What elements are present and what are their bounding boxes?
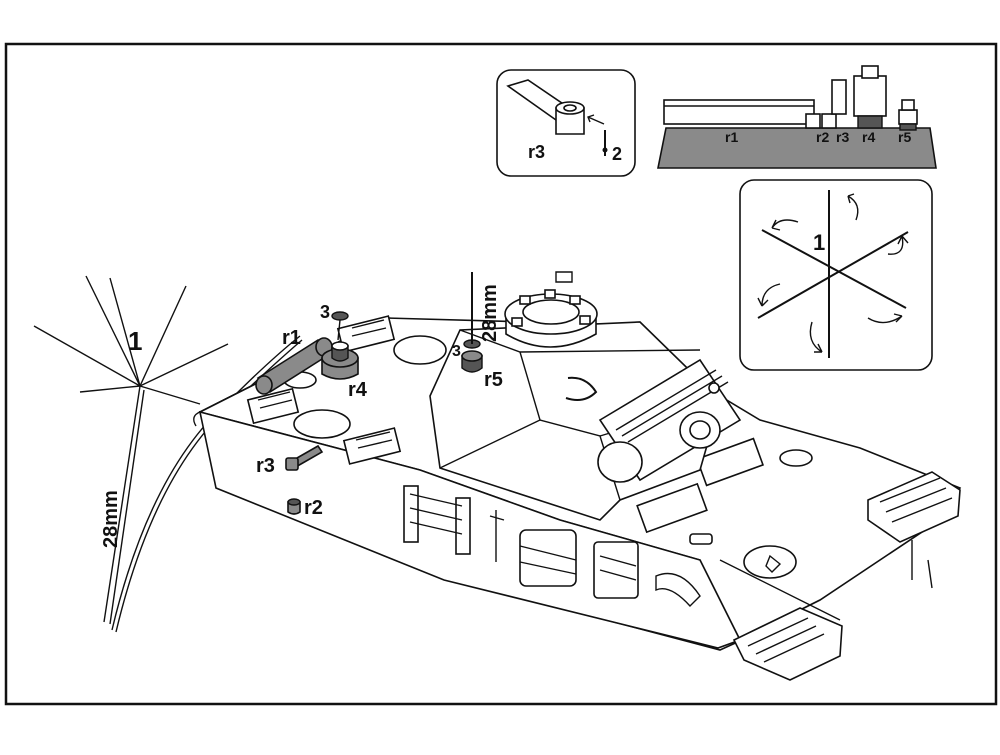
label-r1: r1 [282,327,301,349]
rear-fender-left [732,607,843,681]
part-r1-antenna-base [255,337,333,395]
commander-cupola [504,271,598,348]
antenna-length-label: 28mm [100,490,122,548]
sprue-r5-label: r5 [898,129,911,145]
sprue-r2-label: r2 [816,129,829,145]
label-r3: r3 [256,455,275,477]
tank-hull [193,271,962,681]
label-r2: r2 [304,497,323,519]
sprue-r1-label: r1 [725,129,738,145]
hull-side-stowage [403,485,713,608]
sprue-r3-label: r3 [836,129,849,145]
inset-bend-number: 1 [813,230,825,255]
sprue-r4-label: r4 [862,129,875,145]
part-3-top-left [331,311,349,341]
page-frame [4,42,998,706]
inset-detail-part2-label: 2 [612,144,622,164]
label-3-top-right: 3 [452,343,461,360]
antenna-part-1: 1 28mm [33,275,229,625]
label-r4: r4 [348,379,368,401]
label-3-top-left: 3 [320,302,330,322]
label-r5: r5 [484,369,503,391]
inset-antenna-bend: 1 [739,179,933,371]
part-r2 [287,498,301,515]
part-r5 [461,339,483,373]
rear-fender-right [867,471,961,543]
gun-mantlet [597,358,742,483]
mast-length-label: 28mm [479,284,501,342]
inset-bend-frame [739,179,933,371]
inset-detail-r3-label: r3 [528,142,545,162]
part-r4 [321,341,359,380]
antenna-number-label: 1 [128,326,142,356]
inset-resin-sprue: r1 r2 r3 r4 r5 [657,65,937,169]
part-r3 [285,444,324,471]
sprue-base [657,127,937,169]
inset-detail-r3: r3 2 [496,69,636,177]
